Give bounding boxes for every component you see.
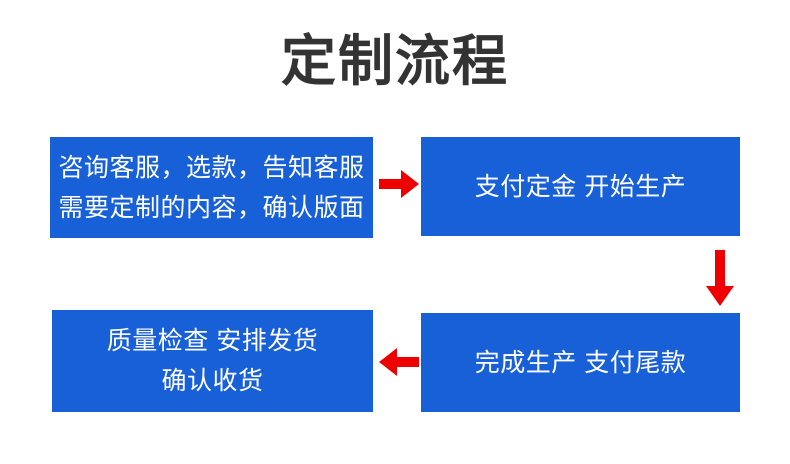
arrow-right-icon [379,170,419,198]
arrow-down-icon [706,250,734,306]
flow-step-quality-line-2: 确认收货 [161,367,264,395]
flow-step-deposit-line-1: 支付定金 开始生产 [474,172,687,201]
flow-step-deposit-text: 支付定金 开始生产 [475,167,686,207]
flow-step-produce-text: 完成生产 支付尾款 [475,343,686,383]
flow-step-deposit: 支付定金 开始生产 [421,137,740,236]
flow-step-consult: 咨询客服，选款，告知客服 需要定制的内容，确认版面 [50,137,373,238]
flow-step-quality: 质量检查 安排发货 确认收货 [52,310,373,412]
flow-step-produce: 完成生产 支付尾款 [421,313,740,412]
flow-step-consult-line-1: 咨询客服，选款，告知客服 [58,153,365,182]
flow-step-consult-line-2: 需要定制的内容，确认版面 [58,193,365,222]
page-title: 定制流程 [280,30,509,92]
flow-step-quality-text: 质量检查 安排发货 确认收货 [107,321,318,401]
flow-step-produce-line-1: 完成生产 支付尾款 [474,348,687,377]
arrow-left-icon [379,348,419,376]
flow-step-quality-line-1: 质量检查 安排发货 [106,327,319,355]
flow-step-consult-text: 咨询客服，选款，告知客服 需要定制的内容，确认版面 [59,148,365,228]
